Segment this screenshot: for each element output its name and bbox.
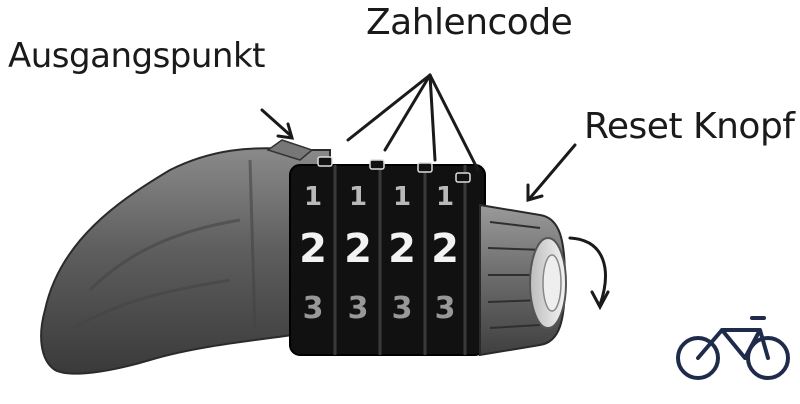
dial-1-digit-top: 1 [304, 182, 322, 212]
dial-3-digit-bottom: 3 [392, 291, 413, 326]
dial-4-digit-middle: 2 [431, 226, 459, 272]
label-starting-point: Ausgangspunkt [8, 36, 265, 76]
dial-separators [333, 165, 467, 355]
dial-2-digit-middle: 2 [344, 226, 372, 272]
arrow-reset [528, 143, 577, 200]
arrow-code-1 [346, 73, 432, 142]
dial-1-digit-middle: 2 [299, 226, 327, 272]
body-ridge [69, 159, 257, 332]
label-number-code: Zahlencode [366, 2, 573, 43]
arrow-code-2 [383, 73, 432, 152]
leader-arrows [260, 73, 610, 311]
arrow-code-3 [428, 73, 437, 162]
label-reset-button: Reset Knopf [584, 106, 795, 147]
arrow-code-4 [428, 73, 480, 172]
lock-body [40, 147, 331, 375]
dial-2-digit-bottom: 3 [348, 291, 369, 326]
bicycle-logo-icon [676, 316, 790, 380]
dial-2-digit-top: 1 [349, 182, 367, 212]
dial-1-digit-bottom: 3 [303, 291, 324, 326]
dial-4-digit-bottom: 3 [435, 291, 456, 326]
dial-notches [317, 156, 471, 183]
knob-cap-center [542, 254, 562, 312]
dial-3-digit-middle: 2 [388, 226, 416, 272]
dial-3-digit-top: 1 [393, 182, 411, 212]
dial-4-digit-top: 1 [436, 182, 454, 212]
body-tab [266, 139, 314, 161]
turn-arrow [568, 236, 607, 307]
arrow-starting-point [260, 108, 292, 137]
